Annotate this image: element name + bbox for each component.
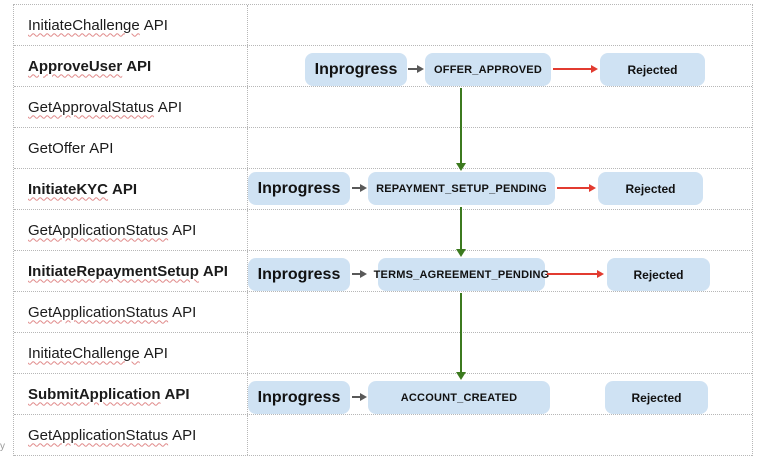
flow-box-state[interactable]: REPAYMENT_SETUP_PENDING xyxy=(368,172,555,205)
api-suffix: API xyxy=(89,139,114,157)
api-suffix: API xyxy=(143,16,168,34)
flow-box-inprogress[interactable]: Inprogress xyxy=(248,258,350,291)
api-suffix: API xyxy=(172,303,197,321)
flow-box-rejected[interactable]: Rejected xyxy=(600,53,705,86)
flow-cell xyxy=(248,333,752,373)
flow-box-rejected[interactable]: Rejected xyxy=(598,172,703,205)
api-suffix: API xyxy=(164,385,190,403)
flow-box-inprogress[interactable]: Inprogress xyxy=(305,53,407,86)
flow-box-rejected[interactable]: Rejected xyxy=(607,258,710,291)
right-arrow-icon xyxy=(352,393,367,401)
reject-arrow-icon xyxy=(557,184,596,192)
api-name: SubmitApplication xyxy=(28,385,161,403)
flow-box-rejected[interactable]: Rejected xyxy=(605,381,708,414)
api-name: InitiateRepaymentSetup xyxy=(28,262,199,280)
flow-cell xyxy=(248,210,752,250)
flow-cell xyxy=(248,5,752,45)
flow-cell xyxy=(248,292,752,332)
api-suffix: API xyxy=(157,98,183,116)
reject-arrow-icon xyxy=(553,65,598,73)
api-suffix: API xyxy=(143,344,168,362)
down-arrow-icon xyxy=(456,88,466,171)
flow-box-state[interactable]: TERMS_AGREEMENT_PENDING xyxy=(374,258,549,291)
api-name: InitiateChallenge xyxy=(28,16,140,34)
api-name: GetApprovalStatus xyxy=(28,98,154,116)
right-arrow-icon xyxy=(352,270,367,278)
api-suffix: API xyxy=(112,180,138,198)
api-suffix: API xyxy=(172,426,197,444)
down-arrow-icon xyxy=(456,293,466,380)
clipped-margin-text: y xyxy=(0,441,5,452)
api-suffix: API xyxy=(202,262,228,280)
flow-cell xyxy=(248,128,752,168)
api-name: InitiateChallenge xyxy=(28,344,140,362)
reject-arrow-icon xyxy=(547,270,604,278)
down-arrow-icon xyxy=(456,207,466,257)
api-name: ApproveUser xyxy=(28,57,123,75)
api-name: GetApplicationStatus xyxy=(28,221,169,239)
right-arrow-icon xyxy=(352,184,367,192)
flow-box-inprogress[interactable]: Inprogress xyxy=(248,172,350,205)
api-name: GetApplicationStatus xyxy=(28,303,169,321)
api-name: InitiateKYC xyxy=(28,180,109,198)
api-suffix: API xyxy=(172,221,197,239)
flow-cell xyxy=(248,87,752,127)
flow-box-state[interactable]: ACCOUNT_CREATED xyxy=(368,381,550,414)
api-suffix: API xyxy=(126,57,152,75)
api-name: GetApplicationStatus xyxy=(28,426,169,444)
right-arrow-icon xyxy=(408,65,424,73)
flow-box-inprogress[interactable]: Inprogress xyxy=(248,381,350,414)
api-name: GetOffer xyxy=(28,139,86,157)
flow-cell xyxy=(248,415,752,455)
flow-box-state[interactable]: OFFER_APPROVED xyxy=(425,53,551,86)
